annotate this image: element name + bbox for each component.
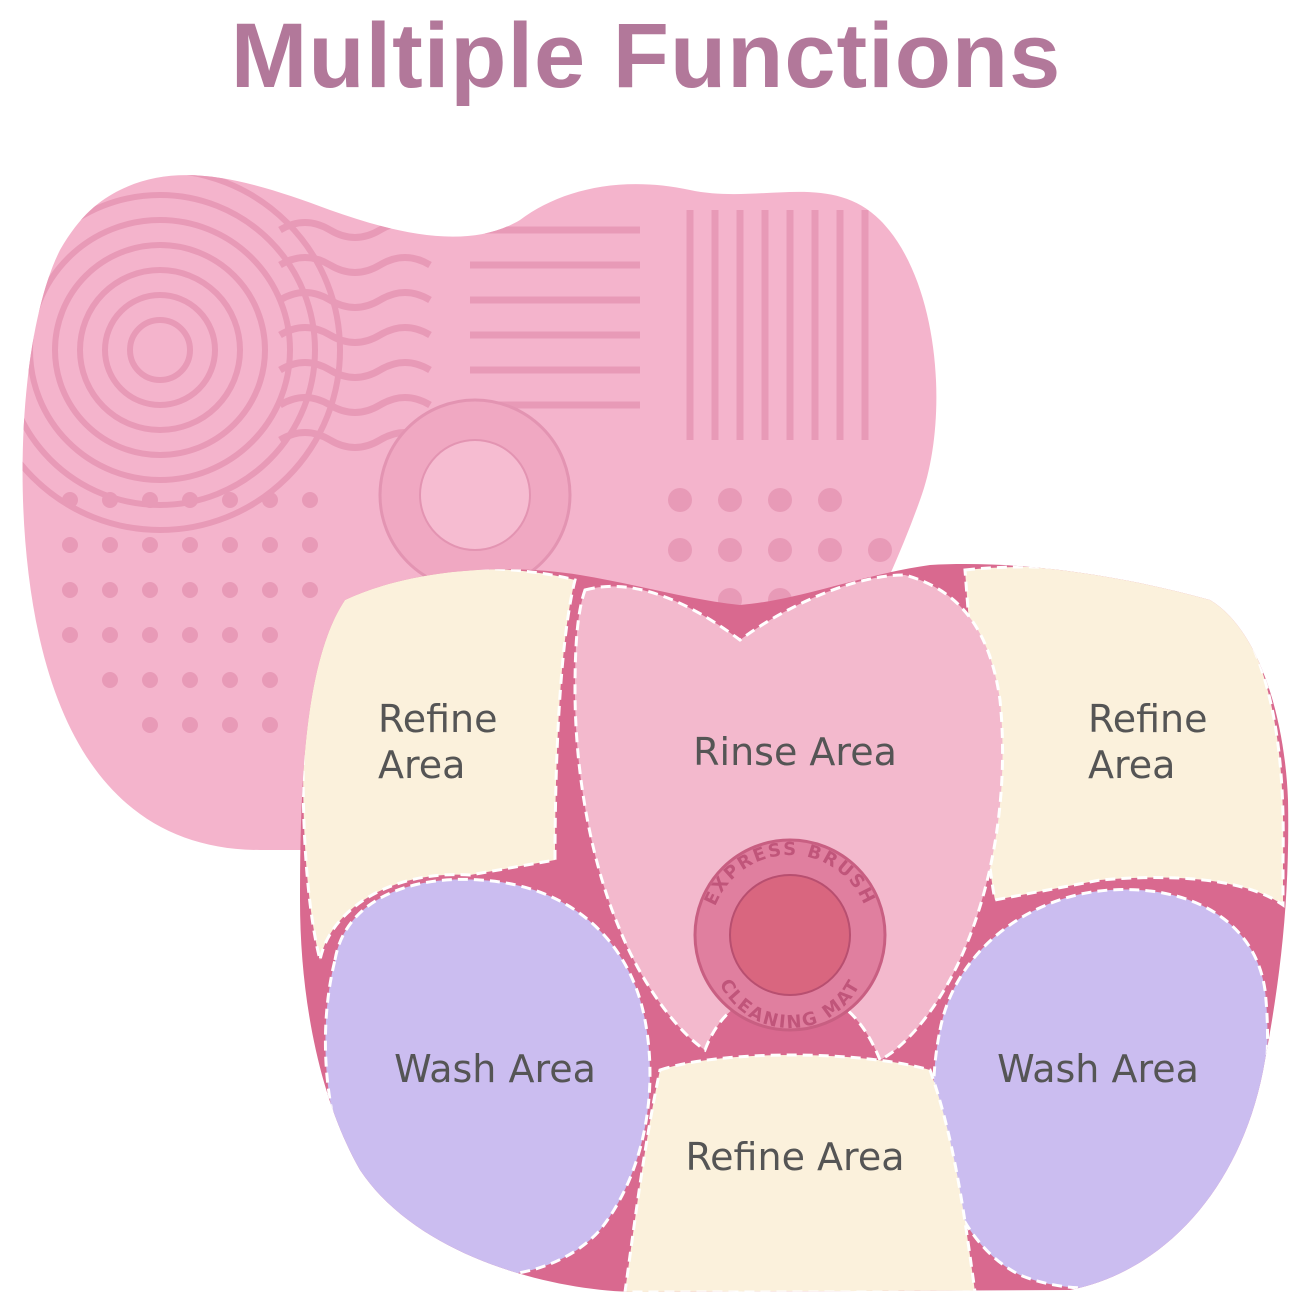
label-refine-top-right-line1: Refine xyxy=(1088,697,1207,741)
back-suction-cup xyxy=(419,439,531,551)
label-refine-top-right-line2: Area xyxy=(1088,743,1175,787)
center-suction-emblem xyxy=(693,838,887,1032)
front-zone-diagram xyxy=(300,564,1289,1292)
zone-refine-bottom xyxy=(623,1053,977,1292)
label-refine-bottom: Refine Area xyxy=(685,1135,904,1179)
zone-rinse xyxy=(573,573,1005,1063)
comb-texture xyxy=(686,210,869,440)
label-refine-top-left-line2: Area xyxy=(378,743,465,787)
label-wash-right: Wash Area xyxy=(997,1047,1199,1091)
label-wash-left: Wash Area xyxy=(394,1047,596,1091)
zone-refine-top-left xyxy=(301,566,577,961)
label-rinse: Rinse Area xyxy=(693,730,897,774)
page-title: Multiple Functions xyxy=(230,5,1062,107)
bump-texture xyxy=(62,492,318,733)
label-refine-top-left-line1: Refine xyxy=(378,697,497,741)
